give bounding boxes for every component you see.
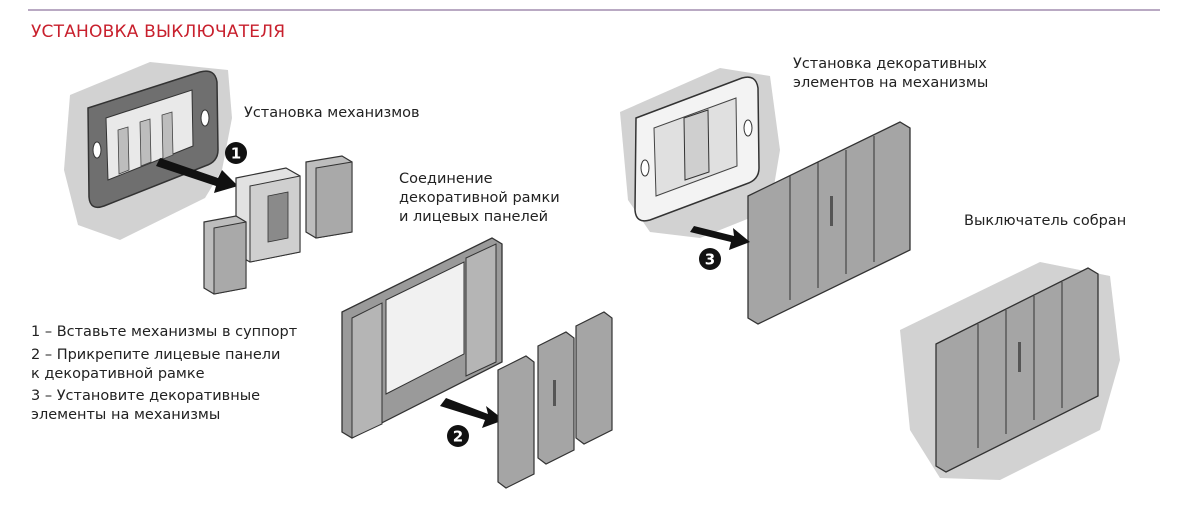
- assembled-switch: [935, 267, 1099, 473]
- arrow-2: [440, 398, 504, 428]
- face-panel-c: [575, 311, 613, 445]
- step-2: 2 – Прикрепите лицевые панели к декорати…: [31, 347, 281, 382]
- badge-3-label: 3: [705, 251, 715, 269]
- face-panel-b: [537, 331, 575, 465]
- page-title: УСТАНОВКА ВЫКЛЮЧАТЕЛЯ: [31, 22, 286, 42]
- arrow-1: [156, 158, 238, 193]
- top-rule: [28, 9, 1160, 11]
- mechanism-3: [203, 215, 247, 295]
- mechanism-2: [305, 155, 353, 239]
- support-frame-3: [634, 76, 760, 222]
- arrow-3: [690, 226, 750, 250]
- step-1: 1 – Вставьте механизмы в суппорт: [31, 324, 298, 340]
- decorative-frame-2: [341, 237, 503, 439]
- caption-assembled: Выключатель собран: [964, 213, 1127, 229]
- caption-mechanisms: Установка механизмов: [244, 105, 420, 121]
- badge-2: 2: [447, 425, 469, 447]
- badge-3: 3: [699, 248, 721, 270]
- decor-block-3: [747, 121, 911, 325]
- face-panel-a: [497, 355, 535, 489]
- badge-1-label: 1: [231, 145, 241, 163]
- caption-decor: Установка декоративных элементов на меха…: [793, 56, 989, 91]
- badge-1: 1: [225, 142, 247, 164]
- mechanism-1: [235, 167, 301, 263]
- caption-frame-panels: Соединение декоративной рамки и лицевых …: [399, 171, 560, 225]
- badge-2-label: 2: [453, 428, 463, 446]
- step-3: 3 – Установите декоративные элементы на …: [31, 388, 261, 423]
